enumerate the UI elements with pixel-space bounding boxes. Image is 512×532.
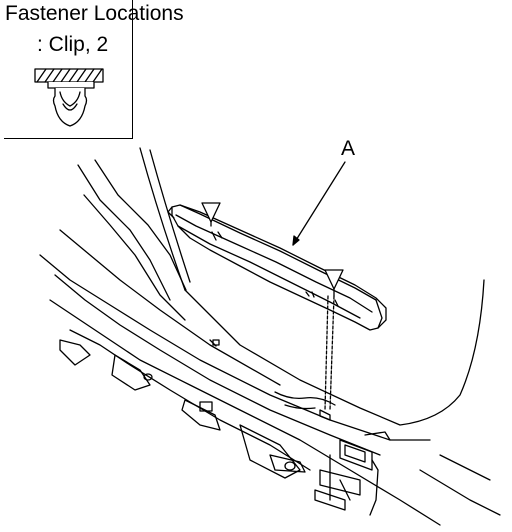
vehicle-body-outline bbox=[39, 147, 501, 526]
fastener-legend-box bbox=[4, 0, 133, 139]
clip-icon bbox=[34, 68, 104, 127]
callout-label-a: A bbox=[341, 137, 356, 160]
leader-lines bbox=[292, 161, 346, 411]
clip-location-marker-icon bbox=[201, 202, 344, 297]
legend-fastener-label: : Clip, 2 bbox=[37, 33, 109, 56]
trim-panel-a bbox=[167, 204, 387, 331]
legend-title: Fastener Locations bbox=[5, 2, 184, 25]
